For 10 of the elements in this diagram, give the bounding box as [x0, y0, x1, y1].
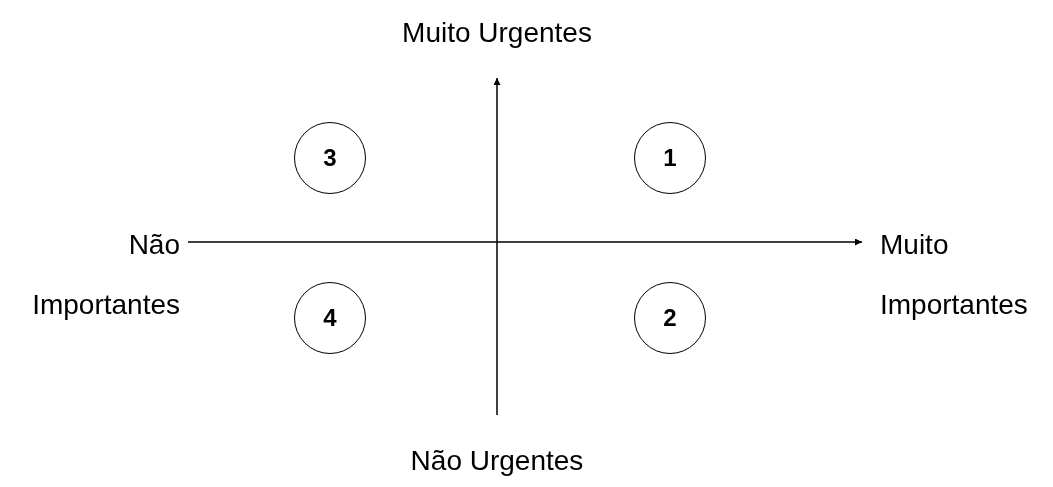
axis-arrow — [493, 77, 501, 416]
quadrant-number: 3 — [323, 146, 337, 170]
axis-arrow — [187, 238, 863, 246]
quadrant-number: 2 — [663, 306, 677, 330]
axis-label: Muito Urgentes — [401, 16, 593, 50]
quadrant-number: 4 — [323, 306, 337, 330]
axis-label: Muito Importantes — [880, 228, 1029, 322]
axis-label: Não Importantes — [31, 228, 180, 322]
axis-label: Não Urgentes — [409, 444, 585, 478]
quadrant-number: 1 — [663, 146, 677, 170]
